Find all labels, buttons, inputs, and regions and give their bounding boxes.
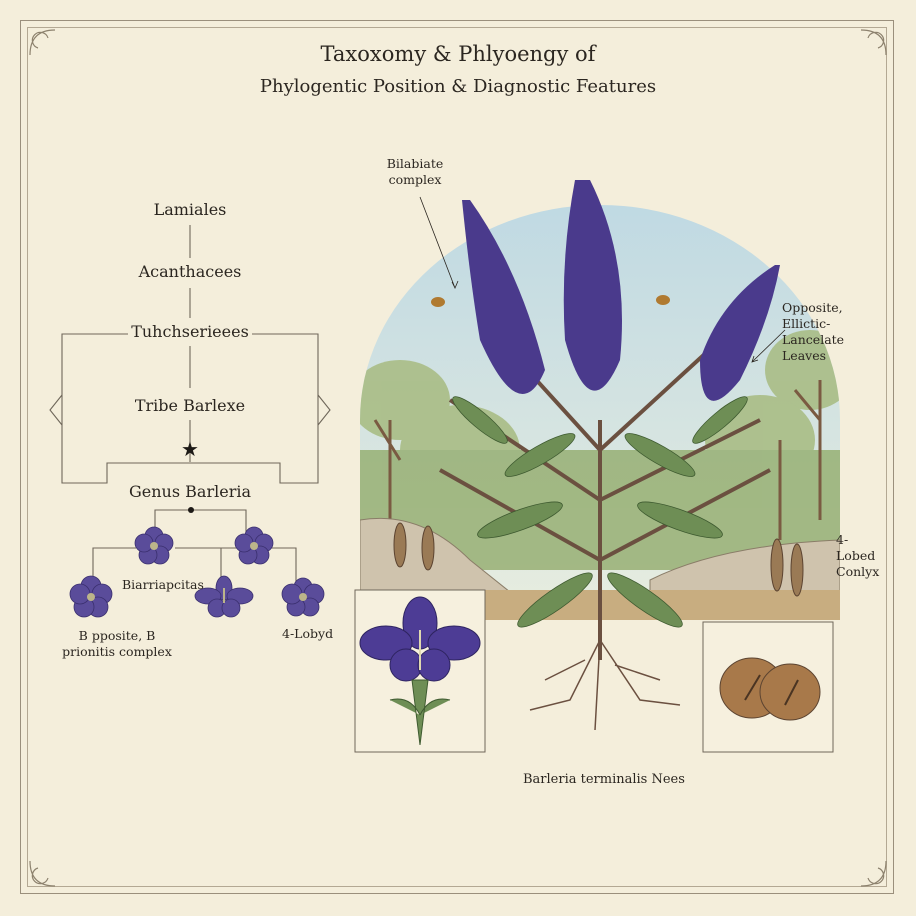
- seed-pods: [393, 522, 804, 597]
- star-icon: ★: [181, 437, 199, 461]
- tree-node-tribe: Tribe Barlexe: [134, 396, 246, 415]
- tree-node-genus: Genus Barleria: [129, 482, 251, 501]
- flower-detail-drawing: [359, 596, 481, 746]
- tree-node-order: Lamiales: [153, 200, 227, 219]
- tree-leaf-center-label: Biarriapcitas: [122, 577, 204, 592]
- label-leaves: Opposite, Ellictic-Lancelate Leaves: [782, 300, 845, 363]
- annotation-arrows: [419, 196, 786, 363]
- inner-border: [27, 27, 887, 887]
- bee-icon: [431, 295, 670, 307]
- outer-border: [20, 20, 894, 894]
- tree-leaf-right-label: 4-Lobyd: [282, 626, 334, 641]
- flower-icon: [134, 526, 174, 565]
- leaves: [452, 396, 748, 628]
- corner-flourish-bl: [29, 860, 56, 887]
- tree-flowers: [69, 526, 325, 618]
- corner-flourish-tr: [860, 29, 887, 56]
- flower-spikes: [462, 180, 780, 401]
- page-subtitle: Phylogentic Position & Diagnostic Featur…: [259, 76, 657, 97]
- seed-detail-drawing: [719, 657, 821, 721]
- tree-node-subfamily: Tuhchserieees: [131, 322, 249, 341]
- flower-icon: [281, 577, 325, 617]
- label-calyx: 4-Lobed Conlyx: [836, 532, 880, 579]
- genus-node-dot: [188, 507, 194, 513]
- species-caption: Barleria terminalis Nees: [523, 772, 685, 787]
- flower-icon: [69, 575, 113, 618]
- corner-flourish-br: [860, 860, 887, 887]
- corner-flourish-tl: [29, 29, 56, 56]
- label-bilabiate: Bilabiate complex: [386, 156, 444, 187]
- tree-node-family: Acanthacees: [138, 262, 242, 281]
- flower-icon: [234, 526, 274, 565]
- flower-icon: [194, 575, 254, 618]
- page-title: Taxoxomy & Phlyoengy of: [320, 42, 596, 66]
- roots: [529, 639, 681, 731]
- tree-leaf-left-label: B pposite, B prionitis complex: [62, 628, 172, 659]
